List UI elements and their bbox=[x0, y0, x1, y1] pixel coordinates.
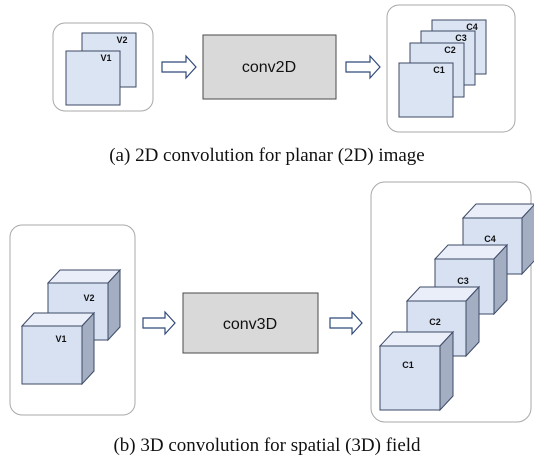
output-label-c2-2d: C2 bbox=[444, 45, 456, 55]
input-label-v1-3d: V1 bbox=[55, 334, 66, 344]
output-label-c1-2d: C1 bbox=[433, 65, 445, 75]
diagram-2d: V2 V1 conv2D C4 C3 C2 C1 bbox=[52, 4, 516, 133]
arrow-out-2d-icon bbox=[345, 54, 381, 80]
diagram-3d: V2 V1 conv3D C4 C3 bbox=[9, 181, 534, 423]
input-label-v2-2d: V2 bbox=[116, 35, 127, 45]
output-label-c4-2d: C4 bbox=[466, 22, 478, 32]
input-cube-v1-3d: V1 bbox=[20, 311, 96, 386]
output-label-c4-3d: C4 bbox=[484, 234, 496, 244]
input-label-v1-2d: V1 bbox=[100, 53, 111, 63]
output-label-c3-2d: C3 bbox=[455, 33, 467, 43]
output-label-c3-3d: C3 bbox=[457, 276, 469, 286]
arrow-out-3d-icon bbox=[329, 310, 363, 336]
input-label-v2-3d: V2 bbox=[83, 293, 94, 303]
input-square-v1-2d: V1 bbox=[65, 50, 121, 106]
output-label-c1-3d: C1 bbox=[402, 360, 414, 370]
output-cube-c1-3d: C1 bbox=[378, 330, 455, 412]
conv2d-box bbox=[202, 34, 337, 100]
output-square-c1-2d: C1 bbox=[398, 62, 454, 118]
conv2d-label: conv2D bbox=[242, 59, 296, 76]
caption-3d: (b) 3D convolution for spatial (3D) fiel… bbox=[113, 435, 421, 456]
conv3d-label: conv3D bbox=[223, 316, 277, 333]
arrow-in-2d-icon bbox=[161, 54, 197, 80]
conv3d-box bbox=[182, 292, 319, 354]
output-label-c2-3d: C2 bbox=[429, 317, 441, 327]
arrow-in-3d-icon bbox=[142, 310, 176, 336]
caption-2d: (a) 2D convolution for planar (2D) image bbox=[109, 145, 425, 166]
